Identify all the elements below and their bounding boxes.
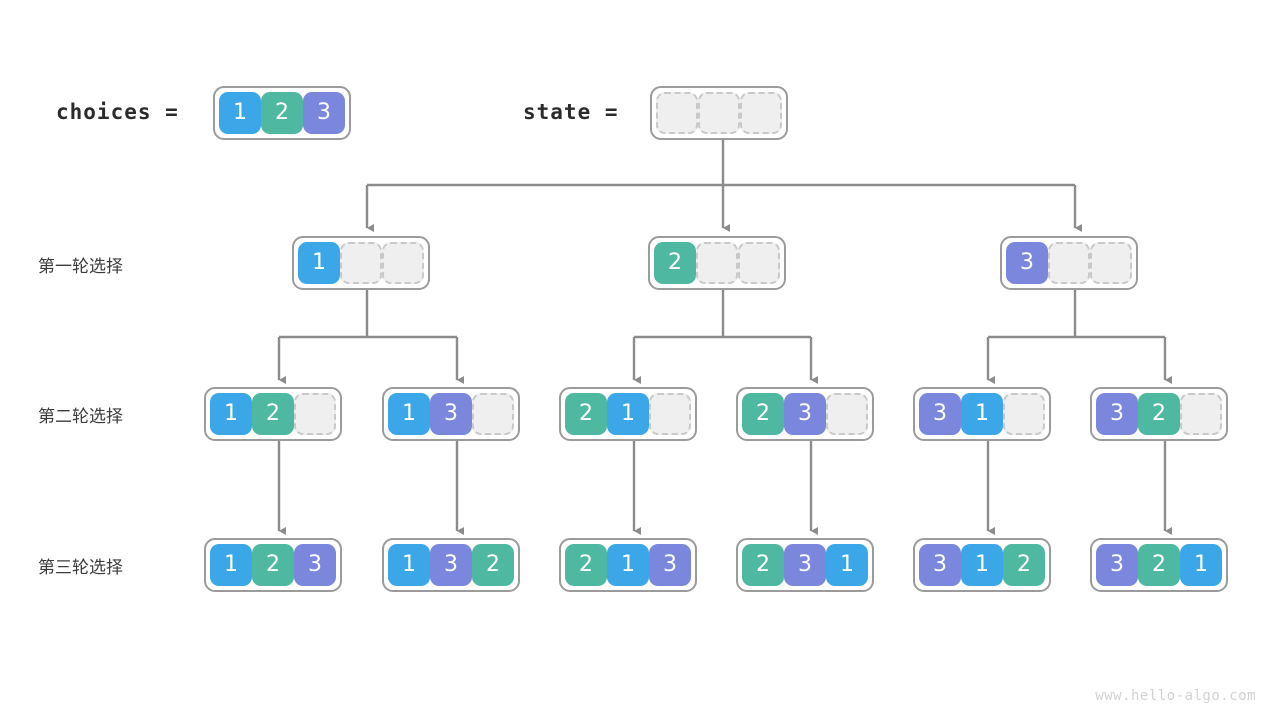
r3n4-cell-3: 3 — [784, 544, 826, 586]
r3n6-cell-1: 1 — [1180, 544, 1222, 586]
state-node-r1-n2: 2 — [648, 236, 786, 290]
r3n1-cell-3: 3 — [294, 544, 336, 586]
choices-cell-3: 3 — [303, 92, 345, 134]
r2n5-cell-1: 1 — [961, 393, 1003, 435]
choices-cell-1: 1 — [219, 92, 261, 134]
choices-cell-2: 2 — [261, 92, 303, 134]
r2n2-cell-1: 1 — [388, 393, 430, 435]
r2n1-cell-empty — [294, 393, 336, 435]
r3n1-cell-2: 2 — [252, 544, 294, 586]
row-label-round-1: 第一轮选择 — [38, 257, 123, 277]
state-label: state = — [523, 100, 619, 124]
r1n3-cell-empty — [1090, 242, 1132, 284]
r3n3-cell-2: 2 — [565, 544, 607, 586]
r2n6-cell-empty — [1180, 393, 1222, 435]
state-array — [650, 86, 788, 140]
r2n4-cell-2: 2 — [742, 393, 784, 435]
r3n6-cell-3: 3 — [1096, 544, 1138, 586]
r1n3-cell-empty — [1048, 242, 1090, 284]
r2n6-cell-3: 3 — [1096, 393, 1138, 435]
r1n1-cell-1: 1 — [298, 242, 340, 284]
r2n3-cell-empty — [649, 393, 691, 435]
row-label-round-3: 第三轮选择 — [38, 558, 123, 578]
r2n1-cell-2: 2 — [252, 393, 294, 435]
r2n1-cell-1: 1 — [210, 393, 252, 435]
r3n1-cell-1: 1 — [210, 544, 252, 586]
r2n5-cell-empty — [1003, 393, 1045, 435]
r3n4-cell-2: 2 — [742, 544, 784, 586]
r3n2-cell-1: 1 — [388, 544, 430, 586]
r2n4-cell-empty — [826, 393, 868, 435]
r2n3-cell-2: 2 — [565, 393, 607, 435]
state-node-r1-n3: 3 — [1000, 236, 1138, 290]
r2n3-cell-1: 1 — [607, 393, 649, 435]
r3n6-cell-2: 2 — [1138, 544, 1180, 586]
state-node-r1-n1: 1 — [292, 236, 430, 290]
r2n6-cell-2: 2 — [1138, 393, 1180, 435]
r2n2-cell-empty — [472, 393, 514, 435]
state-cell-empty — [698, 92, 740, 134]
row-label-round-2: 第二轮选择 — [38, 407, 123, 427]
state-cell-empty — [656, 92, 698, 134]
watermark: www.hello-algo.com — [1095, 688, 1256, 704]
r3n5-cell-3: 3 — [919, 544, 961, 586]
r2n2-cell-3: 3 — [430, 393, 472, 435]
choices-label: choices = — [56, 100, 179, 124]
r2n4-cell-3: 3 — [784, 393, 826, 435]
r3n3-cell-3: 3 — [649, 544, 691, 586]
r3n5-cell-2: 2 — [1003, 544, 1045, 586]
r3n2-cell-2: 2 — [472, 544, 514, 586]
r1n2-cell-empty — [738, 242, 780, 284]
r3n3-cell-1: 1 — [607, 544, 649, 586]
r2n5-cell-3: 3 — [919, 393, 961, 435]
r1n2-cell-empty — [696, 242, 738, 284]
r1n1-cell-empty — [382, 242, 424, 284]
r1n3-cell-3: 3 — [1006, 242, 1048, 284]
r3n2-cell-3: 3 — [430, 544, 472, 586]
r1n2-cell-2: 2 — [654, 242, 696, 284]
r3n4-cell-1: 1 — [826, 544, 868, 586]
r1n1-cell-empty — [340, 242, 382, 284]
r3n5-cell-1: 1 — [961, 544, 1003, 586]
state-cell-empty — [740, 92, 782, 134]
